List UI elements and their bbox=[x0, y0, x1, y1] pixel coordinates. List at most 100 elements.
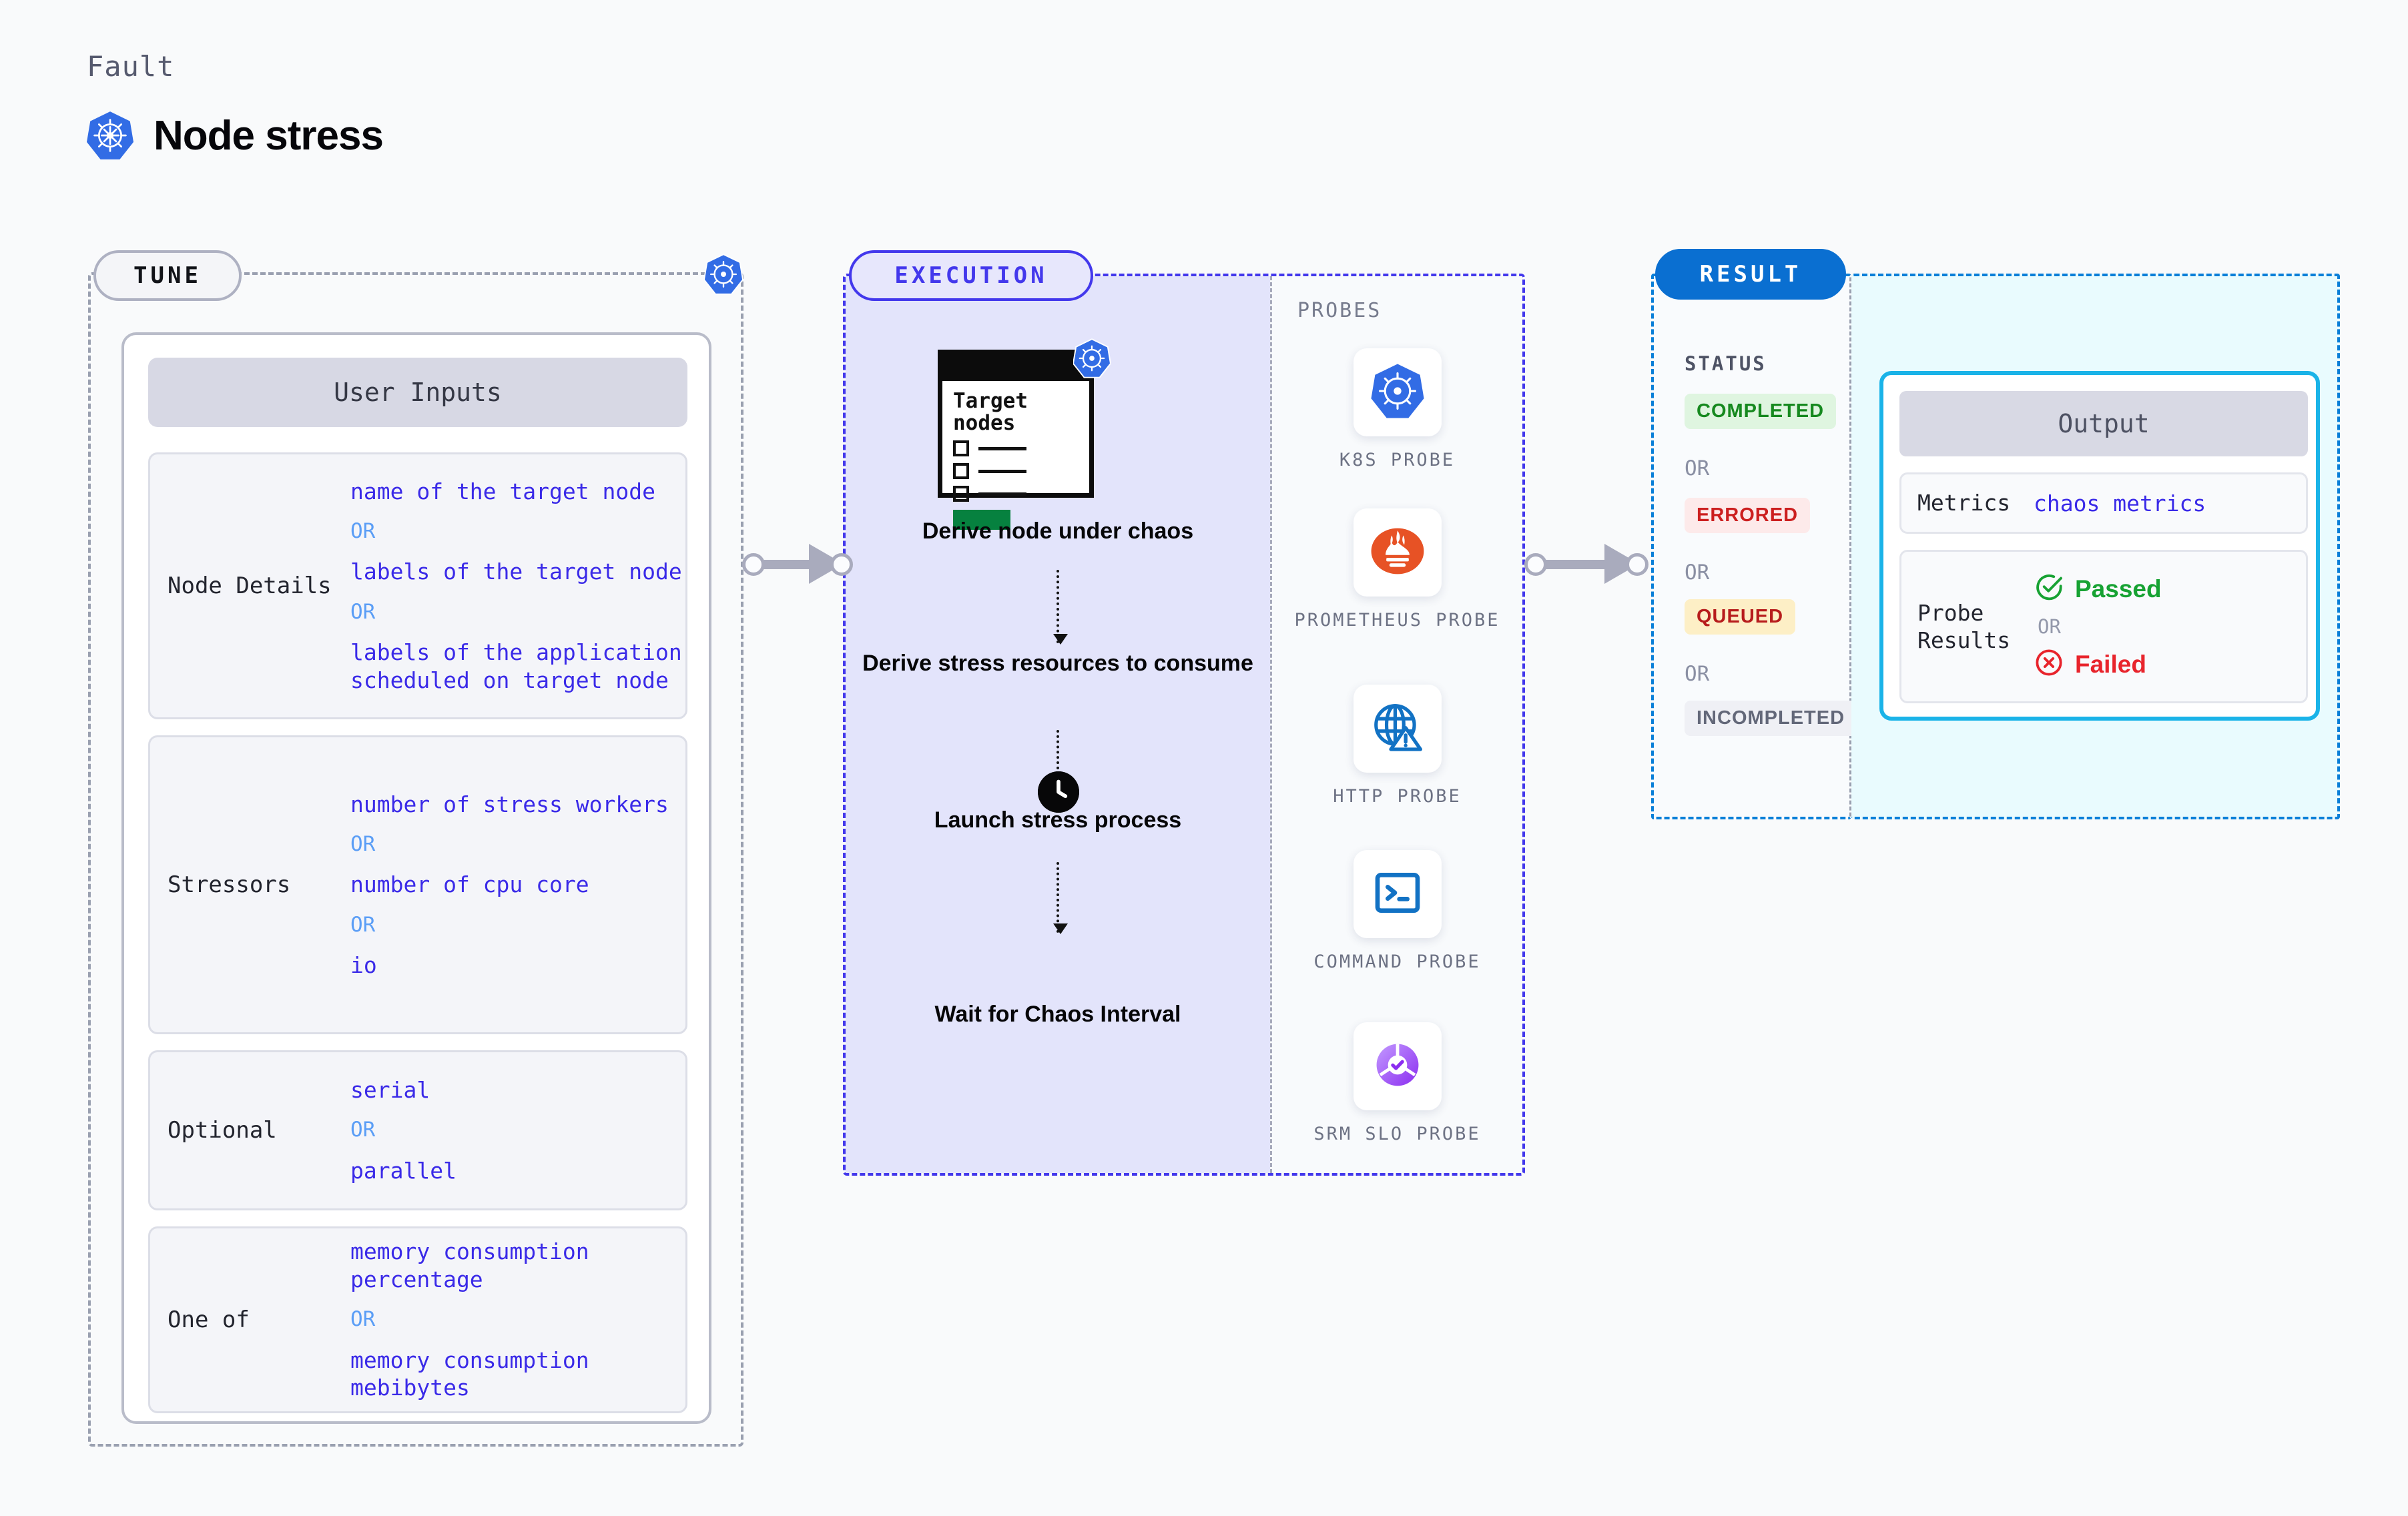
connector-execution-to-result bbox=[1524, 544, 1658, 584]
card-title: Target nodes bbox=[953, 389, 1028, 435]
input-row-label: One of bbox=[168, 1306, 250, 1333]
x-circle-icon bbox=[2034, 647, 2064, 681]
or-separator: OR bbox=[350, 1307, 376, 1332]
failed-label: Failed bbox=[2075, 650, 2146, 678]
probe-tile bbox=[1353, 348, 1442, 436]
card-title-bar bbox=[942, 354, 1089, 381]
input-value: name of the target node bbox=[350, 478, 655, 504]
execution-flow-panel: Target nodes Derive node u bbox=[846, 276, 1270, 1173]
terminal-icon bbox=[1371, 866, 1424, 923]
input-row-values: serial OR parallel bbox=[350, 1070, 685, 1191]
or-separator: OR bbox=[350, 912, 376, 937]
probe-tile bbox=[1353, 850, 1442, 938]
probe-prometheus[interactable]: PROMETHEUS PROBE bbox=[1272, 508, 1522, 632]
input-value: io bbox=[350, 952, 377, 978]
placeholder-line bbox=[978, 446, 1026, 450]
status-badge-errored: ERRORED bbox=[1685, 498, 1811, 533]
output-row-body: Passed OR Failed bbox=[2034, 569, 2306, 684]
input-row-label: Optional bbox=[168, 1117, 277, 1144]
execution-section-boundary: Target nodes Derive node u bbox=[843, 274, 1525, 1176]
output-row-body: chaos metrics bbox=[2034, 490, 2306, 516]
status-badge-incompleted: INCOMPLETED bbox=[1685, 701, 1857, 736]
tune-kubernetes-badge-icon bbox=[703, 254, 743, 298]
probe-label: K8S PROBE bbox=[1339, 450, 1456, 470]
or-separator: OR bbox=[350, 519, 376, 544]
connector-tune-to-execution bbox=[742, 544, 853, 584]
status-title: STATUS bbox=[1685, 352, 1767, 375]
card-kubernetes-badge-icon bbox=[1072, 338, 1112, 382]
input-value: labels of the application scheduled on t… bbox=[350, 639, 682, 693]
verdict-passed: Passed bbox=[2034, 572, 2306, 606]
input-row-values: name of the target node OR labels of the… bbox=[350, 471, 685, 701]
target-nodes-card: Target nodes bbox=[938, 338, 1112, 530]
passed-label: Passed bbox=[2075, 575, 2162, 603]
probe-k8s[interactable]: K8S PROBE bbox=[1272, 348, 1522, 472]
page-title: Node stress bbox=[154, 112, 384, 159]
checkbox-icon bbox=[953, 440, 969, 457]
probe-command[interactable]: COMMAND PROBE bbox=[1272, 850, 1522, 974]
probe-label: HTTP PROBE bbox=[1333, 786, 1462, 807]
check-circle-icon bbox=[2034, 572, 2064, 606]
probes-title: PROBES bbox=[1297, 299, 1382, 322]
input-value: number of cpu core bbox=[350, 871, 589, 898]
card-checkbox-row bbox=[953, 486, 1089, 502]
flow-step-4: Wait for Chaos Interval bbox=[934, 1002, 1181, 1027]
user-inputs-card: User Inputs Node Details name of the tar… bbox=[121, 332, 711, 1424]
kubernetes-logo-icon bbox=[1370, 363, 1424, 422]
input-value: number of stress workers bbox=[350, 791, 669, 817]
tune-section-boundary bbox=[88, 272, 743, 1447]
input-value: serial bbox=[350, 1076, 430, 1103]
output-row-label: Metrics bbox=[1917, 490, 2011, 516]
output-row-probe-results: Probe Results Passed OR bbox=[1899, 550, 2308, 703]
placeholder-line bbox=[978, 492, 1026, 496]
status-badge-queued: QUEUED bbox=[1685, 599, 1796, 635]
fault-kicker: Fault bbox=[87, 50, 175, 83]
or-separator: OR bbox=[350, 832, 376, 857]
input-row-values: number of stress workers OR number of cp… bbox=[350, 784, 685, 986]
probe-tile bbox=[1353, 508, 1442, 597]
flow-arrow-1 bbox=[1053, 570, 1068, 645]
section-pill-tune[interactable]: TUNE bbox=[93, 250, 242, 301]
slo-donut-check-icon bbox=[1370, 1038, 1425, 1096]
section-pill-result[interactable]: RESULT bbox=[1655, 249, 1846, 300]
or-separator: OR bbox=[1685, 560, 1710, 585]
section-pill-execution[interactable]: EXECUTION bbox=[849, 250, 1093, 301]
or-separator: OR bbox=[2038, 615, 2061, 638]
flow-step-1: Derive node under chaos bbox=[922, 518, 1194, 544]
probe-srm-slo[interactable]: SRM SLO PROBE bbox=[1272, 1022, 1522, 1146]
input-row-stressors: Stressors number of stress workers OR nu… bbox=[148, 735, 687, 1034]
result-section-boundary: STATUS COMPLETED OR ERRORED OR QUEUED OR… bbox=[1651, 274, 2340, 819]
user-inputs-header: User Inputs bbox=[148, 358, 687, 427]
input-row-node-details: Node Details name of the target node OR … bbox=[148, 452, 687, 719]
prometheus-flame-icon bbox=[1369, 522, 1426, 583]
input-row-optional: Optional serial OR parallel bbox=[148, 1050, 687, 1210]
checkbox-icon bbox=[953, 486, 969, 502]
kubernetes-logo-icon bbox=[87, 110, 133, 161]
probe-label: COMMAND PROBE bbox=[1313, 952, 1481, 972]
result-status-panel: STATUS COMPLETED OR ERRORED OR QUEUED OR… bbox=[1651, 274, 1857, 819]
output-header: Output bbox=[1899, 391, 2308, 456]
output-card: Output Metrics chaos metrics Probe Resul… bbox=[1879, 371, 2320, 721]
card-checkbox-row bbox=[953, 463, 1089, 480]
flow-arrow-3 bbox=[1053, 862, 1068, 934]
fault-title-row: Node stress bbox=[87, 110, 384, 161]
probe-http[interactable]: HTTP PROBE bbox=[1272, 685, 1522, 808]
probe-tile bbox=[1353, 1022, 1442, 1110]
card-action-bar bbox=[953, 510, 1010, 530]
probe-label: SRM SLO PROBE bbox=[1313, 1124, 1481, 1144]
clock-icon bbox=[1038, 771, 1079, 813]
card-checkbox-row bbox=[953, 440, 1089, 457]
input-value: memory consumption mebibytes bbox=[350, 1347, 589, 1401]
checkbox-icon bbox=[953, 463, 969, 480]
verdict-failed: Failed bbox=[2034, 647, 2306, 681]
or-separator: OR bbox=[350, 600, 376, 624]
input-row-one-of: One of memory consumption percentage OR … bbox=[148, 1226, 687, 1413]
globe-warning-icon bbox=[1369, 699, 1426, 759]
or-separator: OR bbox=[350, 1118, 376, 1142]
output-row-metrics: Metrics chaos metrics bbox=[1899, 472, 2308, 534]
or-separator: OR bbox=[1685, 456, 1710, 480]
probe-tile bbox=[1353, 685, 1442, 773]
input-row-label: Stressors bbox=[168, 871, 291, 898]
or-separator: OR bbox=[1685, 662, 1710, 686]
